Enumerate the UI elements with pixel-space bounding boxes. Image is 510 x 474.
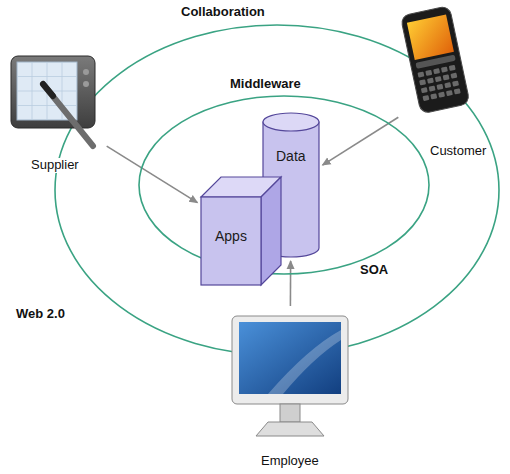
- inner-ellipse: [139, 96, 429, 274]
- node-label: Collaboration: [181, 5, 265, 20]
- node-label: Employee: [261, 454, 319, 469]
- phone-key: [436, 84, 443, 90]
- monitor-bezel: [232, 316, 348, 404]
- stylus: [43, 84, 93, 146]
- node-label: Data: [276, 148, 306, 164]
- phone-key: [419, 79, 426, 85]
- phone-key: [443, 74, 450, 80]
- phone-key: [425, 70, 432, 76]
- customer-node: Customer: [400, 4, 505, 162]
- node-label: Supplier: [29, 158, 81, 173]
- phone-key: [444, 82, 451, 88]
- phone-key: [435, 76, 442, 82]
- arrow-connector: [323, 117, 399, 165]
- tablet-frame: [11, 56, 95, 128]
- phone-key: [449, 65, 456, 71]
- phone-key: [438, 92, 445, 98]
- phone-screen: [407, 15, 454, 60]
- phone-key: [452, 80, 459, 86]
- tablet-button: [83, 81, 89, 87]
- phone-key: [441, 66, 448, 72]
- arrow-connector: [290, 261, 292, 306]
- phone-shape: [400, 4, 505, 162]
- cube-front: [201, 197, 261, 285]
- phone-key: [454, 88, 461, 94]
- apps-cube: Apps: [200, 176, 286, 286]
- node-label: Customer: [428, 144, 488, 159]
- phone-key: [422, 95, 429, 101]
- screen-grid: [17, 105, 77, 106]
- phone-key: [450, 73, 457, 79]
- node-sublabel: SOA: [360, 263, 388, 278]
- node-sublabel: Web 2.0: [16, 307, 65, 322]
- phone-body-group: [400, 6, 470, 114]
- supplier-node: Supplier: [5, 50, 105, 178]
- node-label: Middleware: [230, 77, 301, 92]
- tablet-button: [83, 69, 89, 75]
- phone-key: [421, 87, 428, 93]
- phone-key: [417, 71, 424, 77]
- cylinder-top: [263, 113, 319, 131]
- phone-key: [429, 85, 436, 91]
- phone-key: [446, 90, 453, 96]
- phone-key: [433, 68, 440, 74]
- stylus-tip: [43, 84, 53, 96]
- node-label: Apps: [215, 228, 247, 244]
- monitor-shape: [228, 308, 352, 470]
- monitor-neck: [280, 404, 300, 422]
- phone-body: [400, 6, 470, 114]
- monitor-screen: [239, 322, 341, 394]
- arrow-connector: [107, 146, 198, 202]
- phone-key: [427, 78, 434, 84]
- employee-node: Employee: [228, 308, 352, 470]
- middleware-ring: MiddlewareSOADataApps: [138, 95, 430, 275]
- monitor-base: [256, 422, 324, 436]
- cube-side: [261, 177, 281, 285]
- screen-glare: [268, 330, 341, 394]
- phone-key: [430, 93, 437, 99]
